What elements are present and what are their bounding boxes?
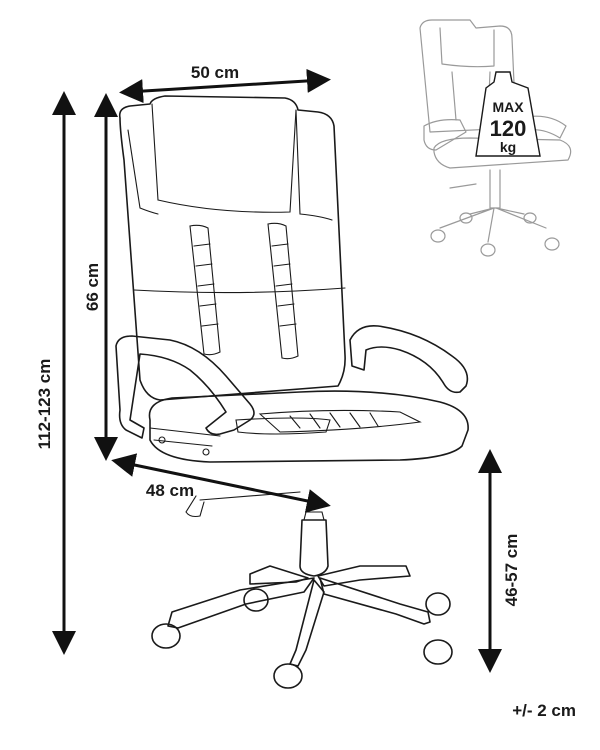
max-load-inset: MAX 120 kg [419, 19, 572, 257]
width-label: 50 cm [191, 63, 239, 82]
depth-dimension: 48 cm [111, 453, 331, 513]
backrest-height-label: 66 cm [83, 263, 102, 311]
width-dimension: 50 cm [119, 63, 331, 104]
depth-label: 48 cm [146, 481, 194, 500]
chair-illustration [115, 95, 469, 689]
total-height-dimension: 112-123 cm [35, 91, 76, 655]
backrest-height-dimension: 66 cm [83, 93, 118, 461]
seat-height-dimension: 46-57 cm [478, 449, 521, 673]
weight-icon [475, 71, 541, 157]
seat-height-label: 46-57 cm [502, 534, 521, 607]
max-load-value: 120 [490, 116, 527, 141]
total-height-label: 112-123 cm [35, 359, 54, 450]
tolerance-label: +/- 2 cm [512, 701, 576, 720]
caster-wheels [151, 588, 453, 689]
max-load-unit: kg [500, 139, 516, 155]
max-label: MAX [492, 99, 524, 115]
